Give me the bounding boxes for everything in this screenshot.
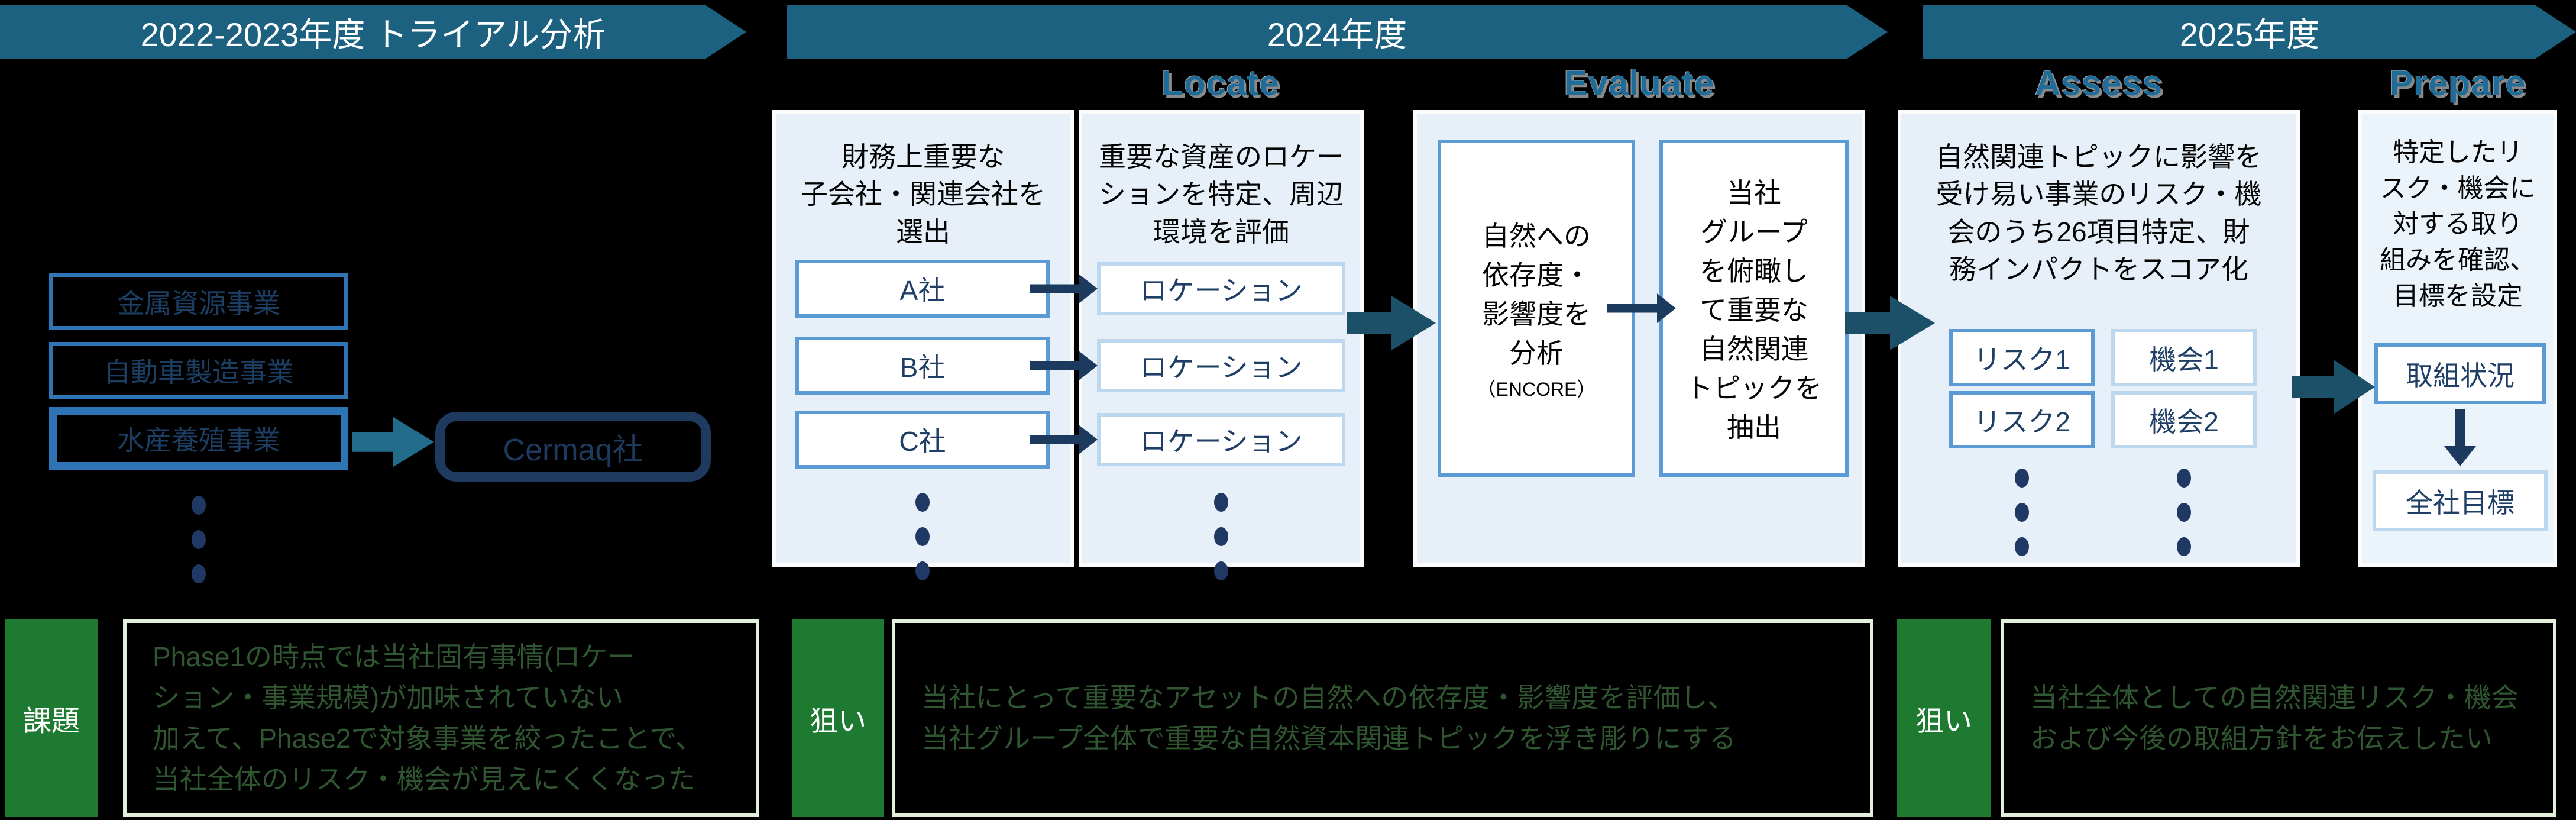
opportunity-2-box: 機会2 bbox=[2111, 391, 2257, 448]
location-box-1: ロケーション bbox=[1097, 262, 1345, 315]
issue-label-box: 課題 bbox=[5, 619, 98, 817]
opportunity-1-label: 機会1 bbox=[2149, 344, 2219, 375]
location-box-3: ロケーション bbox=[1097, 413, 1345, 466]
location-label: ロケーション bbox=[1140, 426, 1303, 457]
status-box: 取組状況 bbox=[2374, 343, 2546, 404]
trial-ellipsis-dots bbox=[192, 496, 206, 583]
company-b-label: B社 bbox=[899, 352, 946, 383]
locate-select-ellipsis-dots bbox=[915, 493, 930, 580]
step-label-assess: Assess bbox=[2034, 63, 2163, 103]
evaluate-extract-label: 当社 グループ を俯瞰し て重要な 自然関連 トピックを 抽出 bbox=[1686, 177, 1822, 443]
evaluate-internal-arrow-icon bbox=[1607, 293, 1676, 323]
location-label: ロケーション bbox=[1140, 352, 1303, 383]
issue-note-box: Phase1の時点では当社固有事情(ロケー ション・事業規模)が加味されていない… bbox=[123, 619, 759, 817]
company-b-to-location-arrow-icon bbox=[1030, 351, 1098, 380]
trial-business-label: 自動車製造事業 bbox=[103, 357, 294, 388]
assess-opportunity-ellipsis-dots bbox=[2177, 469, 2191, 556]
locate-select-panel-title: 財務上重要な 子会社・関連会社を 選出 bbox=[801, 141, 1046, 247]
timeline-banner-label: 2022-2023年度 トライアル分析 bbox=[140, 15, 606, 53]
trial-business-metal: 金属資源事業 bbox=[49, 273, 348, 330]
cermaq-box: Cermaq社 bbox=[435, 412, 711, 482]
aim-note-box-2025: 当社全体としての自然関連リスク・機会 および今後の取組方針をお伝えしたい bbox=[2001, 619, 2556, 817]
company-c-label: C社 bbox=[899, 426, 946, 457]
issue-note-text: Phase1の時点では当社固有事情(ロケー ション・事業規模)が加味されていない… bbox=[153, 641, 703, 795]
assess-risk-ellipsis-dots bbox=[2015, 469, 2029, 556]
evaluate-encore-note: （ENCORE） bbox=[1477, 379, 1596, 400]
risk-2-label: リスク2 bbox=[1973, 406, 2070, 437]
aim-note-box-2024: 当社にとって重要なアセットの自然への依存度・影響度を評価し、 当社グループ全体で… bbox=[892, 619, 1873, 817]
status-label: 取組状況 bbox=[2406, 360, 2514, 391]
risk-1-label: リスク1 bbox=[1973, 344, 2070, 375]
aim-note-text: 当社にとって重要なアセットの自然への依存度・影響度を評価し、 当社グループ全体で… bbox=[921, 682, 1736, 754]
opportunity-2-label: 機会2 bbox=[2149, 406, 2219, 437]
company-c-to-location-arrow-icon bbox=[1030, 425, 1098, 454]
trial-business-aquaculture: 水産養殖事業 bbox=[49, 407, 348, 470]
aim-label-box-2025: 狙い bbox=[1897, 619, 1991, 817]
issue-label: 課題 bbox=[22, 706, 80, 737]
trial-to-cermaq-arrow-icon bbox=[352, 417, 434, 467]
location-label: ロケーション bbox=[1140, 275, 1303, 306]
company-a-label: A社 bbox=[899, 275, 946, 306]
locate-location-ellipsis-dots bbox=[1214, 493, 1228, 580]
aim-label: 狙い bbox=[1915, 706, 1972, 737]
cermaq-label: Cermaq社 bbox=[503, 432, 643, 467]
risk-1-box: リスク1 bbox=[1949, 329, 2095, 386]
timeline-banner-2024: 2024年度 bbox=[787, 5, 1888, 59]
opportunity-1-box: 機会1 bbox=[2111, 329, 2257, 386]
timeline-banner-2022-2023: 2022-2023年度 トライアル分析 bbox=[0, 5, 746, 59]
aim-label-box-2024: 狙い bbox=[792, 619, 884, 817]
company-a-box: A社 bbox=[795, 260, 1050, 318]
location-box-2: ロケーション bbox=[1097, 339, 1345, 392]
step-label-prepare: Prepare bbox=[2389, 63, 2526, 103]
company-b-box: B社 bbox=[795, 337, 1050, 395]
trial-business-label: 金属資源事業 bbox=[117, 288, 280, 319]
company-a-to-location-arrow-icon bbox=[1030, 274, 1098, 304]
status-to-goal-arrow-icon bbox=[2442, 409, 2478, 466]
locate-location-panel: 重要な資産のロケー ションを特定、周辺 環境を評価 bbox=[1079, 110, 1364, 567]
timeline-banner-label: 2025年度 bbox=[2179, 15, 2320, 53]
assess-panel-title: 自然関連トピックに影響を 受け易い事業のリスク・機 会のうち26項目特定、財 務… bbox=[1936, 141, 2262, 285]
company-c-box: C社 bbox=[795, 411, 1050, 469]
trial-business-label: 水産養殖事業 bbox=[117, 425, 280, 456]
goal-box: 全社目標 bbox=[2373, 470, 2548, 531]
aim-label: 狙い bbox=[809, 706, 866, 737]
locate-location-panel-title: 重要な資産のロケー ションを特定、周辺 環境を評価 bbox=[1099, 141, 1344, 247]
evaluate-extract-box: 当社 グループ を俯瞰し て重要な 自然関連 トピックを 抽出 bbox=[1659, 140, 1849, 477]
evaluate-analyze-label: 自然への 依存度・ 影響度を 分析 bbox=[1481, 221, 1591, 369]
step-label-evaluate: Evaluate bbox=[1564, 63, 1715, 103]
goal-label: 全社目標 bbox=[2406, 487, 2514, 518]
risk-2-box: リスク2 bbox=[1949, 391, 2095, 448]
aim-note-text: 当社全体としての自然関連リスク・機会 および今後の取組方針をお伝えしたい bbox=[2030, 682, 2519, 754]
trial-business-automotive: 自動車製造事業 bbox=[49, 342, 348, 399]
timeline-banner-label: 2024年度 bbox=[1267, 15, 1407, 53]
step-label-locate: Locate bbox=[1161, 63, 1280, 103]
timeline-banner-2025: 2025年度 bbox=[1923, 5, 2576, 59]
evaluate-analyze-box: 自然への 依存度・ 影響度を 分析 （ENCORE） bbox=[1438, 140, 1635, 477]
prepare-panel-title: 特定したリ スク・機会に 対する取り 組みを確認、 目標を設定 bbox=[2380, 138, 2536, 311]
